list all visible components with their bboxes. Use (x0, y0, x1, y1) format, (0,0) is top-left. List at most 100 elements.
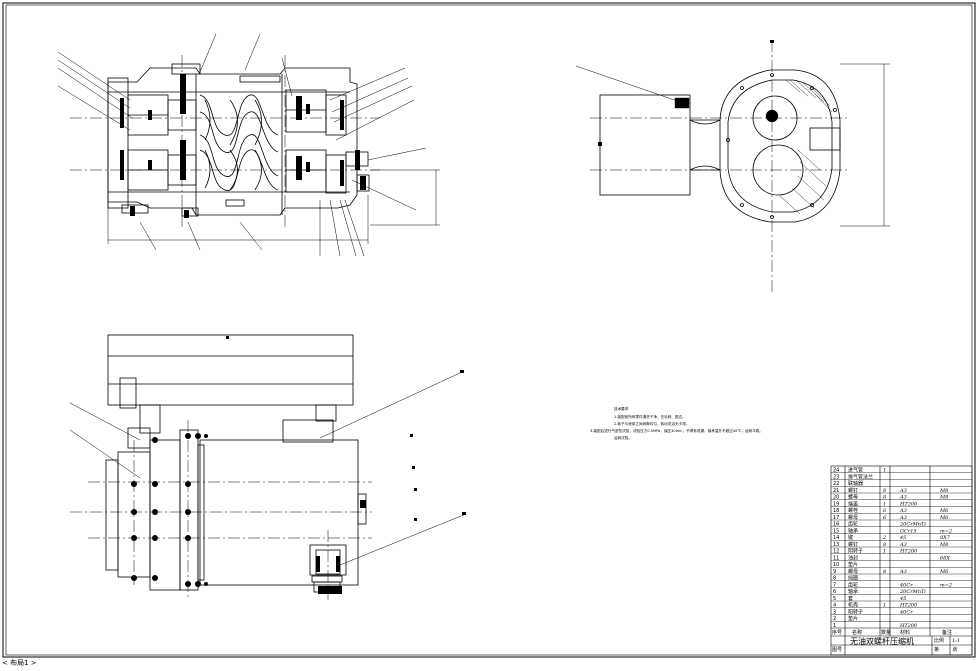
bom-cell-name: 联轴器 (848, 480, 863, 487)
bom-cell-qty: 8 (883, 488, 886, 494)
bom-cell-qty: 8 (883, 495, 886, 501)
bom-cell-name: 垫片 (848, 561, 858, 568)
bom-cell-name: 机壳 (848, 602, 858, 609)
bom-cell-name: 键 (848, 534, 853, 541)
bom-cell-material: 20CrMnTi (899, 589, 926, 595)
bom-cell-name: 排气管法兰 (848, 473, 873, 480)
bom-cell-note: M8 (939, 488, 948, 494)
drawing-number-label: 图号 (832, 647, 842, 653)
bom-cell-note: m=2 (940, 582, 952, 588)
bom-cell-no: 11 (833, 555, 839, 561)
end-view-markers (598, 40, 774, 146)
bom-cell-qty: 8 (883, 569, 886, 575)
bom-cell-material: 40Cr (899, 609, 913, 615)
bom-cell-material: HT200 (899, 623, 918, 629)
bom-cell-note: M6 (939, 515, 949, 521)
bom-cell-note: 8X7 (940, 535, 951, 541)
sheet-label: 第 (934, 646, 939, 653)
bom-cell-material: HT200 (899, 549, 918, 555)
bom-header-note: 备注 (942, 629, 952, 636)
bom-cell-no: 8 (833, 576, 836, 582)
bom-cell-note: M8 (939, 495, 948, 501)
bom-cell-material: HT200 (899, 501, 918, 507)
bom-cell-no: 6 (833, 589, 836, 595)
bom-cell-no: 1 (833, 623, 836, 629)
sheet-value: 张 (952, 646, 958, 653)
bom-cell-no: 14 (833, 535, 839, 541)
bom-cell-no: 21 (833, 488, 839, 494)
bom-cell-qty: 6 (883, 515, 887, 521)
bom-cell-name: 油封 (848, 554, 858, 561)
bom-cell-note: m=2 (940, 528, 952, 534)
note-line-3: 3.装配后进行气密性试验，试验压力0.5MPa，保压30min，不得有泄漏，轴承… (590, 428, 763, 433)
bom-cell-name: 螺栓 (848, 507, 858, 514)
scale-label: 比例 (934, 637, 944, 644)
bom-cell-material: HT200 (899, 603, 918, 609)
bom-cell-name: 轴承 (848, 527, 858, 534)
bom-cell-note: M8 (939, 542, 948, 548)
bom-cell-note: 68X (940, 555, 950, 561)
bom-cell-name: 套 (848, 595, 853, 602)
bom-cell-material: A3 (899, 569, 907, 575)
bom-cell-qty: 1 (883, 468, 886, 474)
bom-cell-name: 螺钉 (848, 487, 858, 494)
bom-cell-material: A3 (899, 495, 907, 501)
bom-header-name: 名称 (852, 629, 862, 636)
bom-cell-material: GCr15 (900, 528, 917, 534)
bom-cell-name: 垫片 (848, 615, 858, 622)
drawing-title: 无油双螺杆压缩机 (850, 636, 914, 646)
drawing-frame (2, 2, 976, 658)
bom-cell-name: 阴转子 (848, 548, 863, 555)
bom-cell-qty: 1 (883, 603, 886, 609)
bom-cell-material: A3 (899, 508, 907, 514)
bom-cell-name: 齿轮 (848, 521, 858, 528)
bom-cell-name: 螺母 (848, 514, 858, 521)
technical-notes: 技术要求 1.装配前所有零件清洗干净，去毛刺、锐边。 2.转子与壳体之间间隙均匀… (590, 406, 763, 440)
bom-cell-no: 13 (833, 542, 839, 548)
note-line-1: 1.装配前所有零件清洗干净，去毛刺、锐边。 (614, 414, 686, 419)
bom-header-qty: 数量 (881, 629, 891, 636)
bom-cell-no: 17 (833, 515, 839, 521)
bom-cell-name: 齿轮 (848, 581, 858, 588)
bom-cell-no: 3 (833, 609, 836, 615)
bom-cell-note: M6 (939, 508, 949, 514)
bom-cell-no: 12 (833, 549, 839, 555)
exterior-bolts (131, 336, 466, 594)
bom-cell-no: 20 (833, 495, 839, 501)
bom-cell-material: A3 (899, 488, 907, 494)
scale-value: 1:1 (952, 638, 960, 644)
bom-cell-material: A3 (899, 515, 907, 521)
bom-cell-material: 40Cr (899, 582, 913, 588)
bom-cell-name: 螺钉 (848, 541, 858, 548)
bom-cell-no: 5 (833, 596, 836, 602)
section-hatching (120, 74, 366, 218)
bom-cell-qty: 1 (883, 501, 886, 507)
end-view (575, 40, 890, 295)
bom-cell-name: 螺母 (848, 568, 858, 575)
bom-header-material: 材料 (900, 629, 910, 636)
exterior-view (69, 334, 467, 600)
bom-cell-no: 22 (833, 481, 839, 487)
bom-cell-name: 轴承 (848, 588, 858, 595)
bom-cell-qty: 8 (883, 542, 886, 548)
bom-cell-no: 7 (833, 582, 836, 588)
bom-cell-no: 10 (833, 562, 839, 568)
title-block-labels: 序号 名称 数量 材料 备注 无油双螺杆压缩机 比例 1:1 第 张 图号 (832, 629, 960, 653)
bom-cell-name: 挡圈 (848, 575, 858, 582)
bom-cell-material: 45 (899, 535, 906, 541)
layout-tab[interactable]: < 布局1 > (2, 659, 37, 667)
bom-cell-no: 9 (833, 569, 836, 575)
bom-cell-qty: 1 (883, 549, 886, 555)
notes-heading: 技术要求 (614, 406, 629, 411)
bom-cell-material: 45 (899, 596, 906, 602)
bom-cell-no: 23 (833, 474, 839, 480)
end-view-hatching (674, 79, 833, 215)
section-view-main (57, 33, 440, 257)
bom-cell-no: 19 (833, 501, 839, 507)
inner-frame (5, 4, 973, 656)
bom-cell-no: 16 (833, 522, 839, 528)
note-line-4: 运转试验。 (614, 435, 632, 440)
bom-cell-no: 2 (833, 616, 836, 622)
